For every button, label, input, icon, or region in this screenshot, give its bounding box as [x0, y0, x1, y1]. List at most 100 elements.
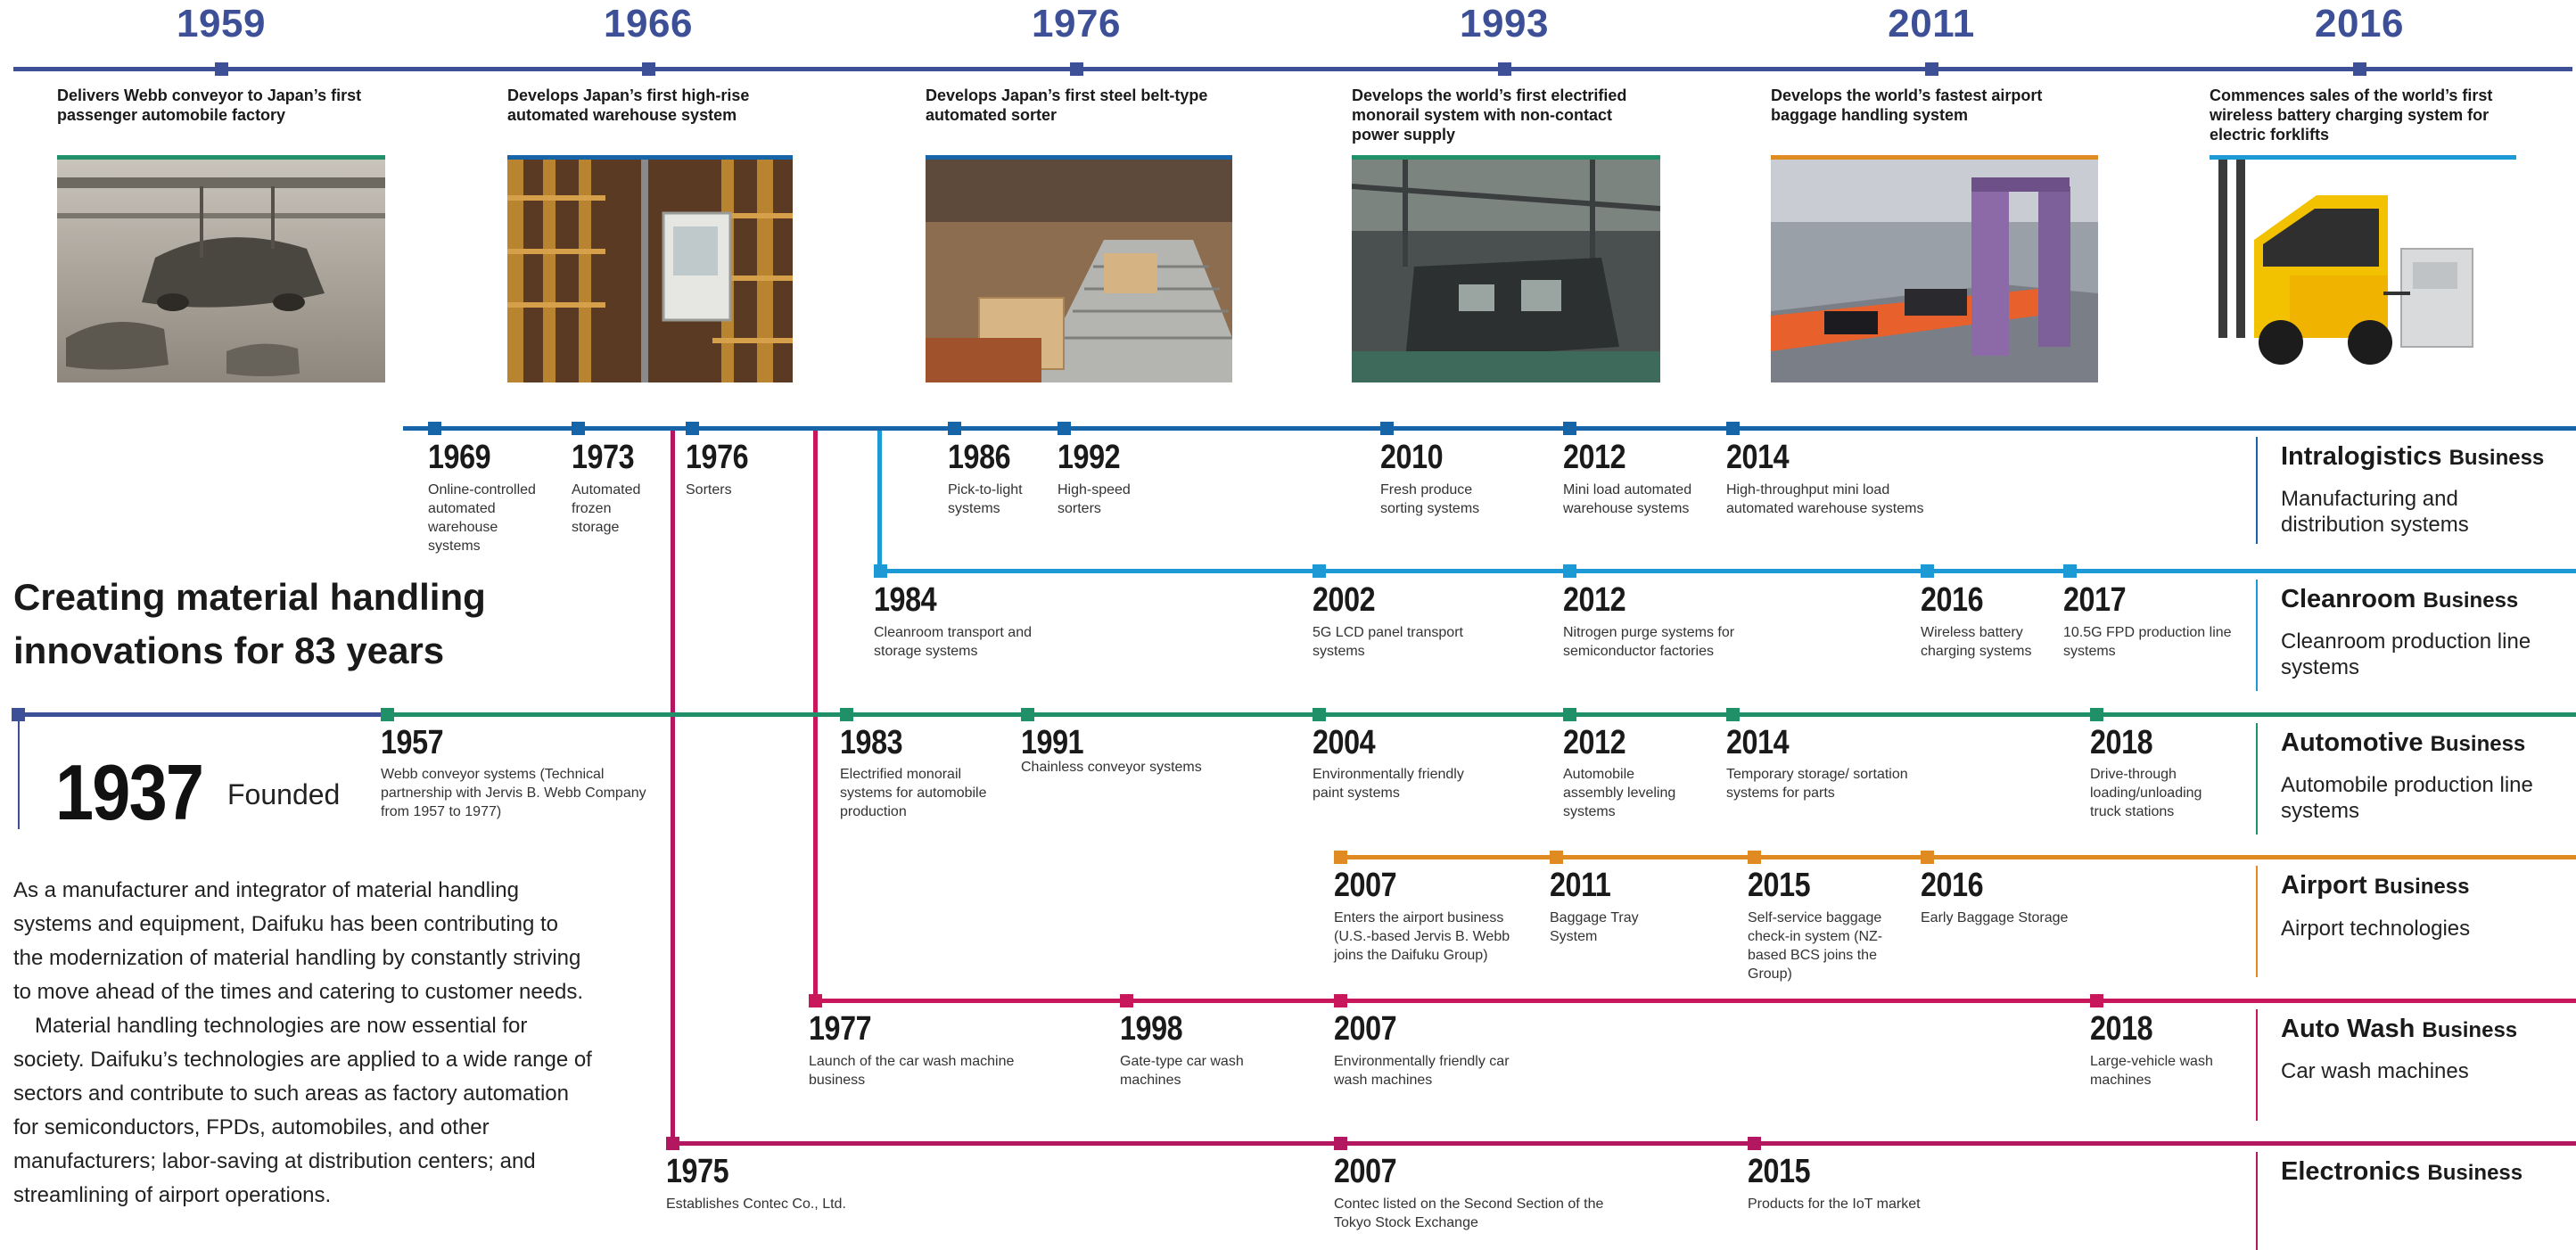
event-text: Temporary storage/ sortation systems for…: [1726, 767, 1908, 801]
warehouse-photo: [507, 155, 793, 382]
event-text: Enters the airport business (U.S.-based …: [1334, 910, 1510, 963]
event-marker: [874, 564, 887, 578]
event-marker: [381, 708, 394, 721]
airport-line: [1335, 855, 2576, 859]
highlight-year: 1959: [177, 2, 266, 45]
business-label-bar: [2256, 580, 2258, 691]
event-text: Cleanroom transport and storage systems: [874, 625, 1032, 659]
business-label-bar: [2256, 723, 2258, 835]
intro-paragraph: Material handling technologies are now e…: [13, 1014, 592, 1207]
event-text: Automobile assembly leveling systems: [1563, 767, 1676, 819]
business-title-electronics: Electronics Business: [2281, 1157, 2523, 1187]
event-year: 1969: [428, 439, 491, 476]
business-title-airport: Airport Business: [2281, 871, 2469, 900]
sorter-photo: [926, 155, 1232, 382]
highlight-year: 2016: [2315, 2, 2404, 45]
event-text: Webb conveyor systems (Technical partner…: [381, 767, 646, 819]
event-marker: [1921, 564, 1934, 578]
event-text: Gate-type car wash machines: [1120, 1054, 1244, 1088]
business-subtitle: Airport technologies: [2281, 917, 2471, 941]
event-text: Automated frozen storage: [572, 482, 641, 535]
event-year: 1984: [874, 581, 937, 619]
event-year: 2015: [1748, 1153, 1811, 1190]
event-year: 2012: [1563, 439, 1626, 476]
business-label-bar: [2256, 437, 2258, 544]
business-suffix: Business: [2422, 1018, 2518, 1042]
page-heading: Creating material handling innovations f…: [13, 576, 486, 671]
event-year: 2014: [1726, 724, 1790, 761]
event-marker: [2090, 994, 2103, 1007]
autowash-line: [813, 999, 2576, 1003]
highlight-marker: [1498, 62, 1511, 76]
highlight-caption: Develops the world’s fastest airport bag…: [1771, 86, 2043, 124]
business-title-autowash: Auto Wash Business: [2281, 1015, 2517, 1044]
event-marker: [1334, 1137, 1347, 1150]
event-marker: [1726, 708, 1740, 721]
electronics-branch-line: [671, 431, 675, 1146]
automotive-line: [383, 712, 2576, 717]
event-marker: [2063, 564, 2077, 578]
event-text: Environmentally friendly car wash machin…: [1334, 1054, 1510, 1088]
event-marker: [1334, 851, 1347, 864]
event-year: 2015: [1748, 867, 1811, 904]
event-year: 2017: [2063, 581, 2127, 619]
business-subtitle: Cleanroom production line systems: [2281, 629, 2531, 679]
business-label-bar: [2256, 866, 2258, 977]
event-text: Sorters: [686, 482, 732, 498]
event-marker: [809, 994, 822, 1007]
event-year: 2016: [1921, 867, 1984, 904]
event-marker: [840, 708, 853, 721]
event-year: 2007: [1334, 1153, 1397, 1190]
business-name: Cleanroom: [2281, 585, 2416, 613]
business-name: Airport: [2281, 871, 2367, 900]
event-text: High-throughput mini load automated ware…: [1726, 482, 1924, 516]
intralogistics-line: [403, 426, 2576, 431]
event-marker: [428, 422, 441, 435]
event-text: Environmentally friendly paint systems: [1313, 767, 1464, 801]
event-text: High-speed sorters: [1058, 482, 1131, 516]
event-text: 10.5G FPD production line systems: [2063, 625, 2232, 659]
business-name: Auto Wash: [2281, 1015, 2416, 1043]
highlight-year: 1966: [604, 2, 693, 45]
event-year: 1976: [686, 439, 749, 476]
highlight-marker: [642, 62, 655, 76]
business-name: Intralogistics: [2281, 442, 2442, 471]
event-marker: [1921, 851, 1934, 864]
highlight-caption: Develops Japan’s first steel belt-type a…: [926, 86, 1208, 124]
forklift-photo: [2210, 155, 2516, 382]
event-marker: [1380, 422, 1394, 435]
event-text: Launch of the car wash machine business: [809, 1054, 1015, 1088]
event-marker: [948, 422, 961, 435]
event-text: Chainless conveyor systems: [1021, 760, 1202, 775]
highlight-axis-line: [13, 67, 2572, 71]
founded-year: 1937: [55, 748, 204, 836]
highlight-marker: [2353, 62, 2366, 76]
event-year: 2014: [1726, 439, 1790, 476]
event-year: 2007: [1334, 1010, 1397, 1048]
event-text: Wireless battery charging systems: [1921, 625, 2032, 659]
event-text: Electrified monorail systems for automob…: [840, 767, 987, 819]
event-marker: [1563, 564, 1576, 578]
event-marker: [686, 422, 699, 435]
event-marker: [1334, 994, 1347, 1007]
business-suffix: Business: [2427, 1161, 2523, 1185]
business-subtitle: Car wash machines: [2281, 1059, 2469, 1083]
business-suffix: Business: [2374, 875, 2470, 899]
event-year: 2011: [1550, 867, 1611, 904]
event-marker: [1313, 564, 1326, 578]
event-year: 1992: [1058, 439, 1121, 476]
event-marker: [1563, 422, 1576, 435]
event-text: Pick-to-light systems: [948, 482, 1023, 516]
event-text: Early Baggage Storage: [1921, 910, 2069, 925]
founded-marker: [12, 708, 25, 721]
founded-connector: [18, 713, 20, 829]
event-text: Contec listed on the Second Section of t…: [1334, 1197, 1604, 1230]
event-year: 1983: [840, 724, 903, 761]
event-text: Fresh produce sorting systems: [1380, 482, 1480, 516]
event-text: Nitrogen purge systems for semiconductor…: [1563, 625, 1735, 659]
highlight-marker: [1070, 62, 1083, 76]
event-marker: [1550, 851, 1563, 864]
event-text: Products for the IoT market: [1748, 1197, 1921, 1212]
intro-paragraph: As a manufacturer and integrator of mate…: [13, 878, 584, 1004]
business-label-bar: [2256, 1152, 2258, 1250]
